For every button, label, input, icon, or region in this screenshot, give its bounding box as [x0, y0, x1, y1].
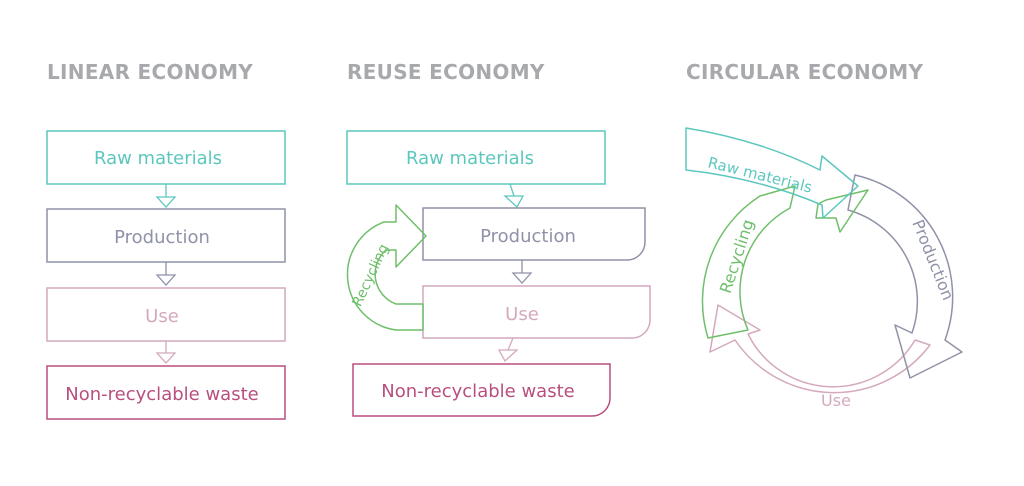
- reuse-arrow-1: [503, 183, 525, 209]
- circular-use-label: Use: [821, 391, 851, 410]
- reuse-arrow-3: [497, 337, 519, 363]
- reuse-raw-materials-label: Raw materials: [406, 148, 534, 169]
- circular-economy-heading: CIRCULAR ECONOMY: [686, 60, 924, 84]
- circular-recycling-label: Recycling: [716, 217, 758, 296]
- linear-use-label: Use: [145, 306, 179, 327]
- reuse-use-box: [422, 285, 651, 339]
- reuse-use-label: Use: [505, 304, 539, 325]
- linear-arrow-1: [155, 184, 177, 208]
- reuse-recycling-label: Recycling: [350, 242, 393, 309]
- circular-use-arrow: [709, 304, 931, 394]
- reuse-economy-heading: REUSE ECONOMY: [347, 60, 545, 84]
- reuse-waste-box: [352, 363, 611, 417]
- circular-recycling-arrow: [701, 185, 796, 339]
- reuse-raw-materials-box: [346, 130, 606, 185]
- linear-arrow-3: [155, 341, 177, 364]
- linear-production-label: Production: [114, 227, 210, 248]
- circular-production-arrow: [847, 174, 963, 379]
- reuse-production-box: [422, 207, 646, 261]
- reuse-waste-label: Non-recyclable waste: [381, 381, 574, 402]
- circular-raw-materials-arrow: [685, 127, 859, 219]
- linear-arrow-2: [155, 262, 177, 286]
- reuse-diagram: Raw materials Production Use Non-recycla…: [346, 130, 651, 417]
- circular-diagram: Use Production Recycling Raw materials: [685, 127, 963, 410]
- linear-waste-label: Non-recyclable waste: [65, 384, 258, 405]
- reuse-arrow-2: [511, 260, 533, 284]
- reuse-production-label: Production: [480, 226, 576, 247]
- linear-raw-materials-label: Raw materials: [94, 148, 222, 169]
- reuse-recycling-arrow: [346, 204, 427, 331]
- circular-recycling-head: [815, 189, 869, 233]
- linear-diagram: Raw materials Production Use Non-recycla…: [46, 130, 286, 420]
- linear-waste-box: [46, 365, 286, 420]
- linear-economy-heading: LINEAR ECONOMY: [47, 60, 254, 84]
